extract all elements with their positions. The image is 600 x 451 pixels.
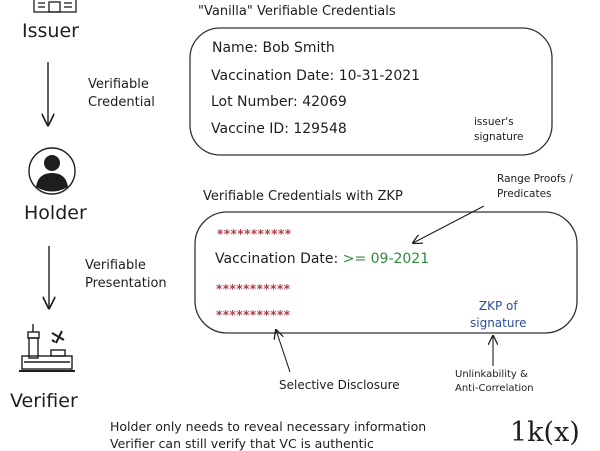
flow-label-line: Verifiable xyxy=(85,258,146,273)
field-vaccine-id: Vaccine ID: 129548 xyxy=(211,121,347,137)
field-lot-number: Lot Number: 42069 xyxy=(211,94,347,110)
holder-label: Holder xyxy=(24,202,87,224)
issuer-building-icon xyxy=(33,0,77,13)
presentation-flow-label: Verifiable Presentation xyxy=(85,257,167,292)
signature-line: issuer's xyxy=(474,116,514,128)
zkp-signature: ZKP of signature xyxy=(470,298,527,332)
annotation-line: Range Proofs / xyxy=(497,173,573,185)
zkp-credential-box xyxy=(194,211,578,334)
annotation-line: Anti-Correlation xyxy=(455,383,534,394)
vanilla-credential-box xyxy=(189,27,553,156)
footer-text: Holder only needs to reveal necessary in… xyxy=(110,419,426,451)
annotation-line: Predicates xyxy=(497,187,552,200)
selective-disclosure-arrow xyxy=(276,330,291,373)
holder-avatar-icon xyxy=(28,147,76,195)
1kx-logo: 1k(x) xyxy=(510,417,580,448)
zkp-vaccination-date: Vaccination Date: >= 09-2021 xyxy=(215,251,430,267)
vanilla-title: "Vanilla" Verifiable Credentials xyxy=(198,4,396,19)
signature-line: ZKP of xyxy=(478,299,518,313)
credential-flow-label: Verifiable Credential xyxy=(88,76,155,111)
verifier-airport-icon xyxy=(19,324,75,372)
date-predicate: >= 09-2021 xyxy=(342,251,430,267)
signature-line: signature xyxy=(474,130,524,143)
unlinkability-annotation: Unlinkability & Anti-Correlation xyxy=(455,368,534,396)
hidden-field: *********** xyxy=(216,282,291,296)
date-label: Vaccination Date: xyxy=(215,251,339,267)
flow-label-line: Verifiable xyxy=(88,77,149,92)
footer-line: Holder only needs to reveal necessary in… xyxy=(110,419,427,434)
issuer-label: Issuer xyxy=(22,20,79,42)
selective-disclosure-annotation: Selective Disclosure xyxy=(279,378,400,392)
hidden-field: *********** xyxy=(217,227,292,241)
zkp-title: Verifiable Credentials with ZKP xyxy=(203,189,403,204)
footer-line: Verifier can still verify that VC is aut… xyxy=(110,435,374,451)
range-proof-arrow xyxy=(413,205,485,243)
range-proofs-annotation: Range Proofs / Predicates xyxy=(497,172,573,201)
field-vaccination-date: Vaccination Date: 10-31-2021 xyxy=(211,68,421,84)
verifier-label: Verifier xyxy=(10,390,78,412)
field-name: Name: Bob Smith xyxy=(212,40,335,56)
flow-label-line: Presentation xyxy=(85,275,167,291)
hidden-field: *********** xyxy=(216,308,291,322)
annotation-line: Unlinkability & xyxy=(455,369,528,380)
flow-label-line: Credential xyxy=(88,94,155,110)
issuer-signature: issuer's signature xyxy=(474,115,523,144)
signature-line: signature xyxy=(470,315,527,330)
